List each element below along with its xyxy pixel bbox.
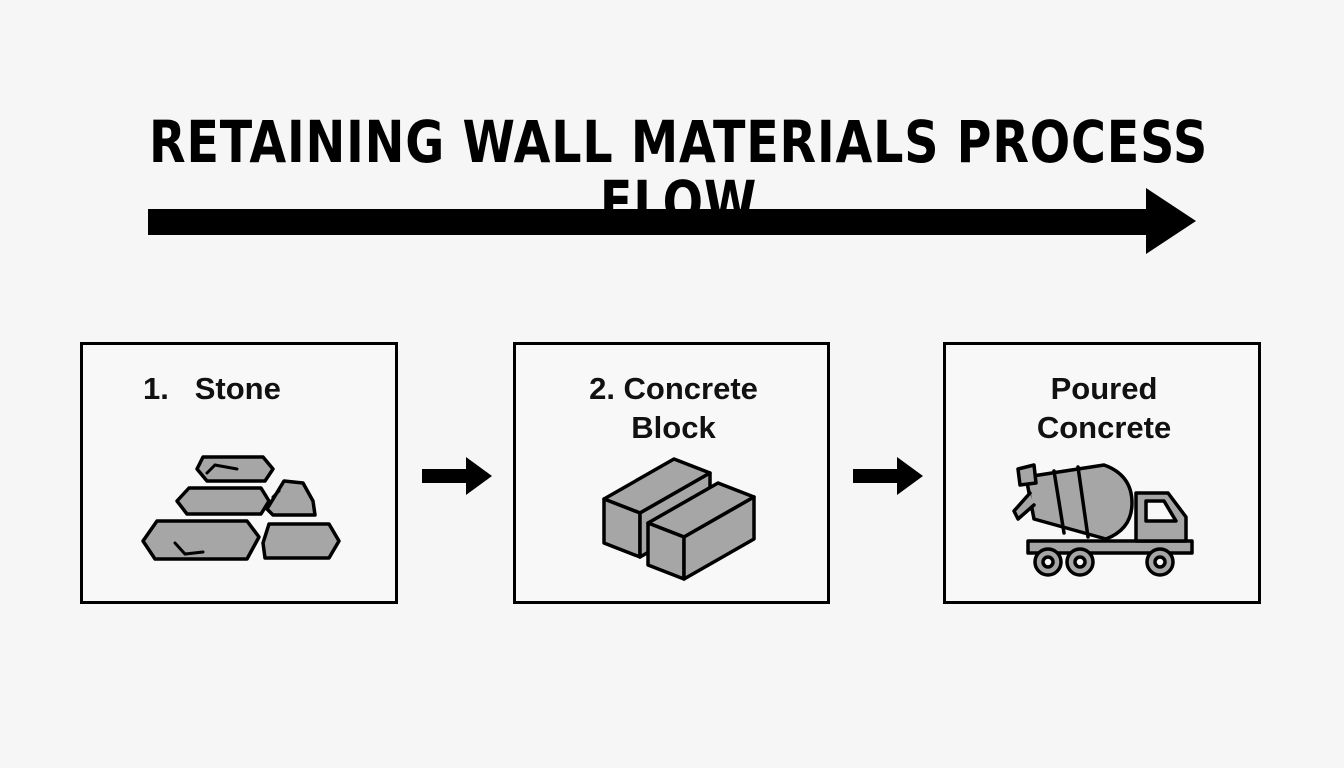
step-concrete-block-label: 2. Concrete Block — [589, 371, 758, 445]
concrete-block-icon — [602, 457, 756, 581]
concrete-mixer-truck-icon — [1012, 463, 1194, 577]
step-stone-label: 1. Stone — [143, 371, 281, 406]
diagram-title: RETAINING WALL MATERIALS PROCESS FLOW — [149, 108, 1209, 236]
step-poured-concrete-box: Poured Concrete — [943, 342, 1261, 604]
step-concrete-block-box: 2. Concrete Block — [513, 342, 830, 604]
main-flow-arrow — [148, 188, 1196, 254]
step-arrow-1 — [422, 457, 492, 495]
step-poured-concrete-label: Poured Concrete — [1036, 371, 1172, 445]
stone-pile-icon — [141, 455, 341, 561]
step-arrow-2 — [853, 457, 923, 495]
step-stone-box: 1. Stone — [80, 342, 398, 604]
